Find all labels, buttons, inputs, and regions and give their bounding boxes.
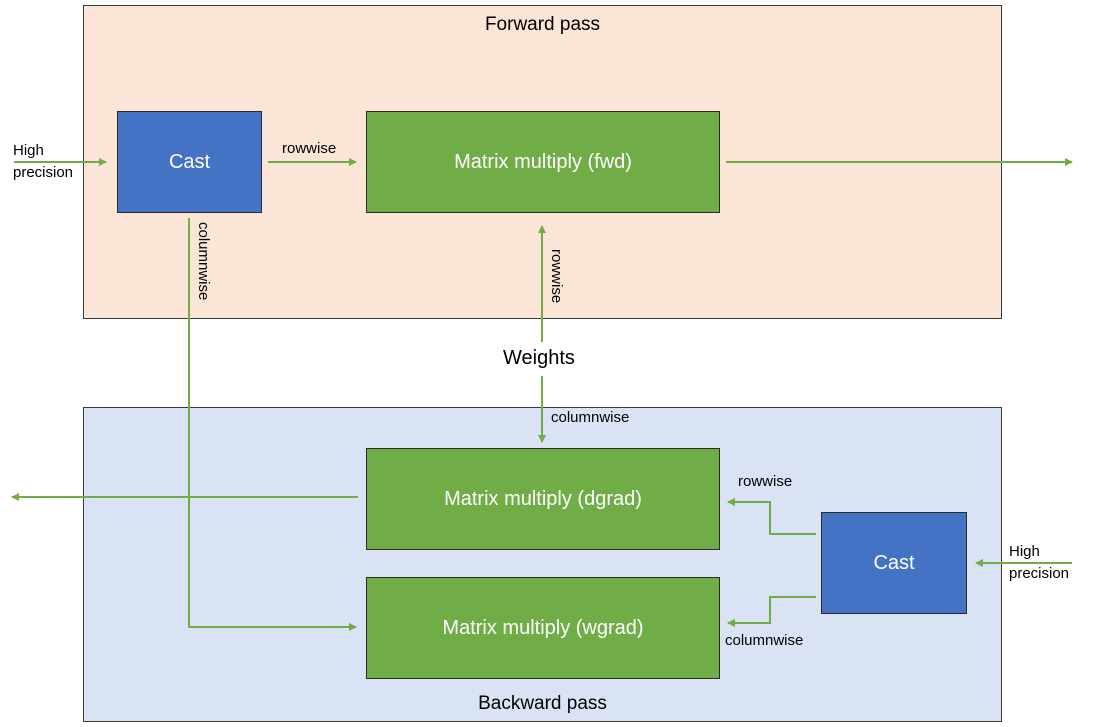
- cast-to-fwd-rowwise-label: rowwise: [282, 140, 337, 157]
- forward-input-label-line2: precision: [13, 164, 74, 181]
- bwd-cast-to-wgrad-columnwise-label: columnwise: [725, 632, 804, 649]
- weights-columnwise-label: columnwise: [551, 409, 630, 426]
- forward-pass-title: Forward pass: [484, 14, 601, 35]
- forward-cast-label: Cast: [168, 150, 211, 173]
- weights-rowwise-label: rowwise: [548, 249, 565, 304]
- bwd-cast-to-dgrad-rowwise-label: rowwise: [738, 473, 793, 490]
- weights-label: Weights: [503, 347, 575, 369]
- backward-input-label: High precision: [1009, 541, 1069, 585]
- backward-pass-title: Backward pass: [478, 693, 607, 714]
- cast-columnwise-label: columnwise: [195, 222, 212, 301]
- forward-input-label: High precision: [13, 140, 73, 184]
- backward-input-label-line2: precision: [1009, 565, 1070, 582]
- dgrad-matmul-label: Matrix multiply (dgrad): [444, 487, 642, 510]
- forward-matmul-label: Matrix multiply (fwd): [454, 150, 632, 173]
- dgrad-matmul-box: Matrix multiply (dgrad): [366, 448, 720, 550]
- forward-input-label-line1: High: [13, 142, 44, 159]
- forward-cast-box: Cast: [117, 111, 262, 213]
- wgrad-matmul-label: Matrix multiply (wgrad): [442, 616, 644, 639]
- backward-cast-label: Cast: [873, 551, 915, 574]
- backward-cast-box: Cast: [821, 512, 967, 614]
- arrow-cast-columnwise-to-wgrad: [188, 218, 357, 631]
- arrow-group: [11, 158, 1073, 631]
- arrow-bwd-cast-to-dgrad: [727, 498, 816, 535]
- forward-matmul-box: Matrix multiply (fwd): [366, 111, 720, 213]
- arrow-bwd-cast-to-wgrad: [727, 596, 816, 627]
- wgrad-matmul-box: Matrix multiply (wgrad): [366, 577, 720, 679]
- backward-input-label-line1: High: [1009, 543, 1040, 560]
